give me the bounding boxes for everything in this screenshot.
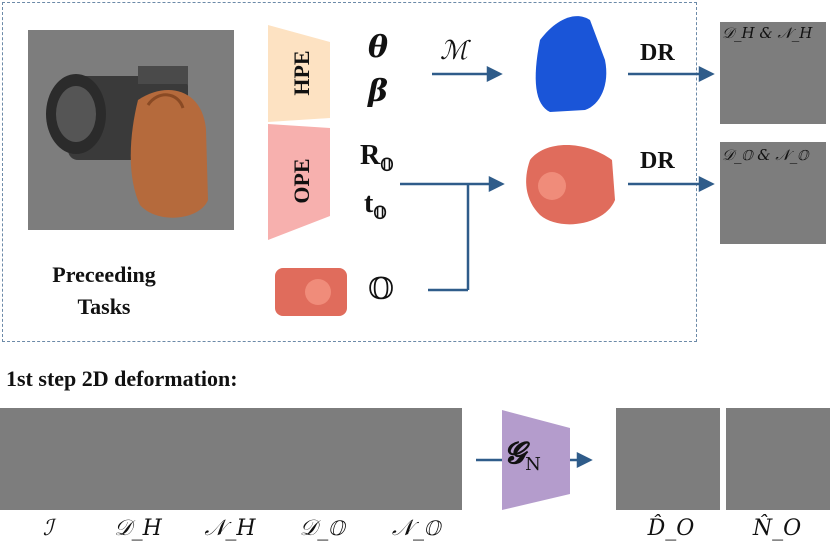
beta-symbol: β bbox=[368, 74, 388, 109]
mano-hand-shape bbox=[535, 16, 607, 113]
generator-subscript: N bbox=[525, 454, 541, 475]
rotation-symbol: R𝕆 bbox=[360, 140, 393, 176]
ope-trapezoid bbox=[268, 124, 330, 240]
object-render-label: 𝒟_𝕆 & 𝒩_𝕆 bbox=[722, 146, 809, 164]
translation-symbol: t𝕆 bbox=[364, 188, 387, 224]
mano-label: ℳ bbox=[440, 36, 468, 66]
dr-top-label: DR bbox=[640, 40, 675, 66]
label-depth-hand: 𝒟_H bbox=[114, 516, 162, 541]
label-input-image: ℐ bbox=[42, 516, 54, 541]
camera-hand-illustration bbox=[46, 66, 208, 218]
step-title: 1st step 2D deformation: bbox=[6, 366, 238, 391]
normal-output-tile bbox=[726, 408, 830, 510]
depth-output-tile bbox=[616, 408, 720, 510]
generator-trapezoid bbox=[502, 410, 570, 510]
hpe-label: HPE bbox=[289, 50, 314, 96]
preceding-tasks-frame bbox=[2, 2, 697, 342]
input-image bbox=[28, 30, 234, 230]
object-render-tile bbox=[720, 142, 826, 244]
preceding-label-line1: Preceeding bbox=[52, 262, 156, 287]
deformation-input-strip bbox=[0, 408, 462, 510]
generator-label: 𝓖N bbox=[504, 436, 541, 475]
dr-bottom-label: DR bbox=[640, 148, 675, 174]
translation-subscript: 𝕆 bbox=[373, 203, 387, 223]
label-depth-object: 𝒟_𝕆 bbox=[299, 516, 345, 541]
theta-symbol: θ bbox=[368, 30, 389, 65]
object-mesh-shape bbox=[526, 145, 615, 225]
translation-letter: t bbox=[364, 188, 374, 219]
ope-label: OPE bbox=[289, 158, 314, 204]
label-depth-output: D̂_O bbox=[647, 516, 695, 541]
hpe-trapezoid bbox=[268, 25, 330, 122]
rotation-letter: R bbox=[360, 140, 381, 171]
object-symbol: 𝕆 bbox=[368, 273, 395, 306]
label-normal-output: N̂_O bbox=[752, 516, 802, 541]
rotation-subscript: 𝕆 bbox=[380, 155, 394, 175]
label-normal-object: 𝒩_𝕆 bbox=[391, 516, 441, 541]
preceding-label-line2: Tasks bbox=[77, 294, 131, 319]
label-normal-hand: 𝒩_H bbox=[204, 516, 256, 541]
hand-render-tile bbox=[720, 22, 826, 124]
hand-render-label: 𝒟_H & 𝒩_H bbox=[722, 24, 813, 42]
generator-symbol: 𝓖 bbox=[504, 436, 526, 471]
